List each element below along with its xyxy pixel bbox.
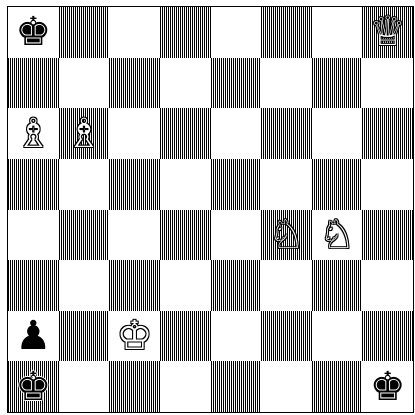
square-f4[interactable]: ♘ [261,210,312,261]
square-b4[interactable] [59,210,110,261]
square-g3[interactable] [312,260,363,311]
square-e4[interactable] [211,210,262,261]
square-b5[interactable] [59,159,110,210]
square-b3[interactable] [59,260,110,311]
white-bishop-icon[interactable]: ♗ [8,108,59,159]
square-c7[interactable] [109,58,160,109]
square-b1[interactable] [59,361,110,412]
white-knight-icon[interactable]: ♘ [312,210,363,261]
square-a5[interactable] [8,159,59,210]
white-king-icon[interactable]: ♔ [109,311,160,362]
square-d5[interactable] [160,159,211,210]
square-a4[interactable] [8,210,59,261]
square-e3[interactable] [211,260,262,311]
square-f5[interactable] [261,159,312,210]
square-h6[interactable] [362,108,413,159]
square-h8[interactable]: ♕ [362,7,413,58]
square-h7[interactable] [362,58,413,109]
square-f3[interactable] [261,260,312,311]
square-g5[interactable] [312,159,363,210]
square-h4[interactable] [362,210,413,261]
black-king-icon[interactable]: ♚ [8,361,59,412]
square-g1[interactable] [312,361,363,412]
square-c3[interactable] [109,260,160,311]
square-h5[interactable] [362,159,413,210]
square-e2[interactable] [211,311,262,362]
square-d6[interactable] [160,108,211,159]
white-knight-icon[interactable]: ♘ [261,210,312,261]
square-c5[interactable] [109,159,160,210]
square-g2[interactable] [312,311,363,362]
square-a1[interactable]: ♚ [8,361,59,412]
square-g8[interactable] [312,7,363,58]
square-e6[interactable] [211,108,262,159]
square-e7[interactable] [211,58,262,109]
square-b8[interactable] [59,7,110,58]
white-queen-icon[interactable]: ♕ [362,7,413,58]
square-h1[interactable]: ♚ [362,361,413,412]
square-h3[interactable] [362,260,413,311]
square-b2[interactable] [59,311,110,362]
square-a8[interactable]: ♚ [8,7,59,58]
square-b6[interactable]: ♗ [59,108,110,159]
square-d7[interactable] [160,58,211,109]
square-e8[interactable] [211,7,262,58]
square-f2[interactable] [261,311,312,362]
square-f7[interactable] [261,58,312,109]
square-c6[interactable] [109,108,160,159]
square-f6[interactable] [261,108,312,159]
square-g6[interactable] [312,108,363,159]
black-pawn-icon[interactable]: ♟ [8,311,59,362]
square-a6[interactable]: ♗ [8,108,59,159]
white-bishop-icon[interactable]: ♗ [59,108,110,159]
square-a7[interactable] [8,58,59,109]
square-d4[interactable] [160,210,211,261]
square-g4[interactable]: ♘ [312,210,363,261]
square-c8[interactable] [109,7,160,58]
square-d2[interactable] [160,311,211,362]
square-f8[interactable] [261,7,312,58]
square-d8[interactable] [160,7,211,58]
chess-board: ♚ ♕ ♗♗ ♘♘ ♟ ♔ ♚ ♚ [7,6,414,413]
square-g7[interactable] [312,58,363,109]
square-c2[interactable]: ♔ [109,311,160,362]
square-a2[interactable]: ♟ [8,311,59,362]
square-a3[interactable] [8,260,59,311]
black-king-icon[interactable]: ♚ [362,361,413,412]
square-b7[interactable] [59,58,110,109]
square-d1[interactable] [160,361,211,412]
square-c1[interactable] [109,361,160,412]
square-c4[interactable] [109,210,160,261]
square-e1[interactable] [211,361,262,412]
black-king-icon[interactable]: ♚ [8,7,59,58]
square-d3[interactable] [160,260,211,311]
square-e5[interactable] [211,159,262,210]
square-f1[interactable] [261,361,312,412]
square-h2[interactable] [362,311,413,362]
